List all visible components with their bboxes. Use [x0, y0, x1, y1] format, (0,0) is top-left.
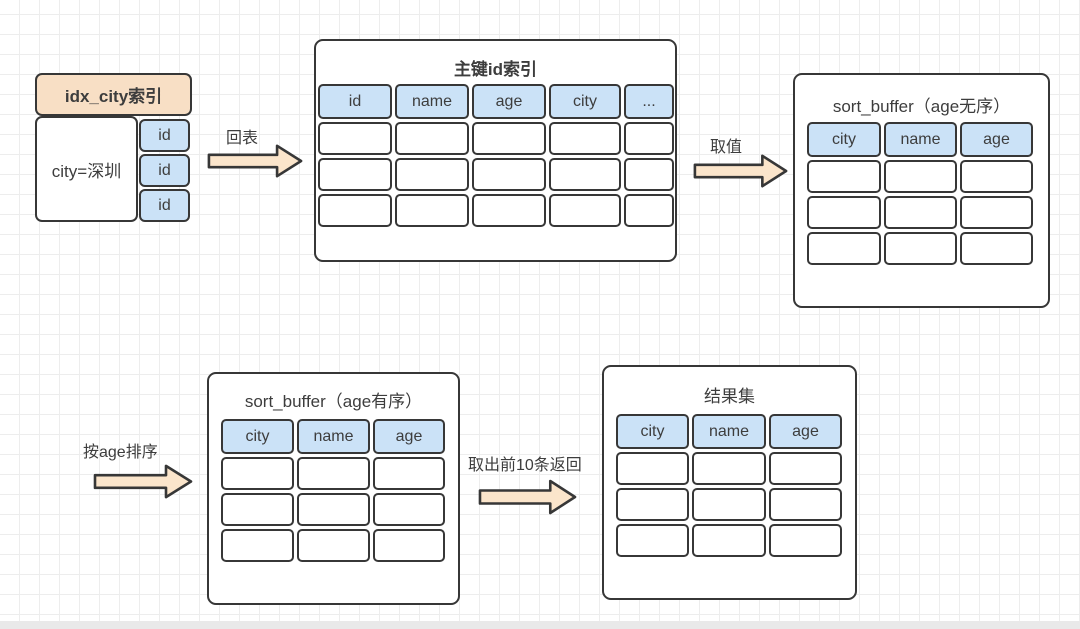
- empty-cell: [960, 196, 1033, 229]
- sort-buffer-unsorted-table: sort_buffer（age无序） city name age: [793, 73, 1050, 308]
- column-header-ellipsis: ...: [624, 84, 674, 119]
- idx-city-key-cell: city=深圳: [35, 116, 138, 222]
- empty-cell: [624, 158, 674, 191]
- column-header-city: city: [616, 414, 689, 449]
- empty-cell: [373, 529, 445, 562]
- idx-city-id-cell-3: id: [139, 189, 190, 222]
- column-header-city: city: [549, 84, 621, 119]
- empty-cell: [318, 158, 392, 191]
- column-header-city: city: [807, 122, 881, 157]
- empty-cell: [692, 524, 766, 557]
- empty-cell: [395, 194, 469, 227]
- idx-city-index-header: idx_city索引: [35, 73, 192, 116]
- empty-cell: [221, 457, 294, 490]
- empty-cell: [318, 194, 392, 227]
- empty-cell: [318, 122, 392, 155]
- primary-index-grid: id name age city ...: [318, 84, 674, 227]
- empty-cell: [807, 196, 881, 229]
- empty-cell: [624, 122, 674, 155]
- empty-cell: [769, 524, 842, 557]
- empty-cell: [472, 122, 546, 155]
- column-header-name: name: [692, 414, 766, 449]
- empty-cell: [221, 493, 294, 526]
- empty-cell: [884, 232, 957, 265]
- empty-cell: [549, 194, 621, 227]
- empty-cell: [960, 160, 1033, 193]
- column-header-name: name: [297, 419, 370, 454]
- sort-buffer-unsorted-title: sort_buffer（age无序）: [832, 97, 1011, 116]
- sort-buffer-unsorted-grid: city name age: [807, 122, 1033, 265]
- empty-cell: [373, 493, 445, 526]
- empty-cell: [692, 488, 766, 521]
- empty-cell: [884, 160, 957, 193]
- back-to-table-label: 回表: [226, 130, 259, 147]
- column-header-id: id: [318, 84, 392, 119]
- empty-cell: [373, 457, 445, 490]
- sort-buffer-sorted-table: sort_buffer（age有序） city name age: [207, 372, 460, 605]
- right-block-arrow-icon: [93, 462, 193, 501]
- right-block-arrow-icon: [478, 477, 577, 517]
- result-set-table: 结果集 city name age: [602, 365, 857, 600]
- empty-cell: [395, 158, 469, 191]
- empty-cell: [395, 122, 469, 155]
- column-header-name: name: [884, 122, 957, 157]
- sort-buffer-sorted-title: sort_buffer（age有序）: [244, 392, 423, 411]
- empty-cell: [807, 232, 881, 265]
- primary-index-title: 主键id索引: [453, 60, 538, 79]
- empty-cell: [692, 452, 766, 485]
- empty-cell: [297, 457, 370, 490]
- column-header-city: city: [221, 419, 294, 454]
- empty-cell: [221, 529, 294, 562]
- empty-cell: [616, 524, 689, 557]
- right-block-arrow-icon: [207, 142, 303, 180]
- column-header-age: age: [769, 414, 842, 449]
- idx-city-id-cell-1: id: [139, 119, 190, 152]
- empty-cell: [769, 488, 842, 521]
- empty-cell: [297, 529, 370, 562]
- empty-cell: [769, 452, 842, 485]
- empty-cell: [297, 493, 370, 526]
- empty-cell: [616, 488, 689, 521]
- empty-cell: [807, 160, 881, 193]
- column-header-name: name: [395, 84, 469, 119]
- idx-city-id-cell-2: id: [139, 154, 190, 187]
- result-set-grid: city name age: [616, 414, 842, 557]
- empty-cell: [616, 452, 689, 485]
- column-header-age: age: [373, 419, 445, 454]
- sort-by-age-label: 按age排序: [83, 444, 158, 461]
- column-header-age: age: [960, 122, 1033, 157]
- empty-cell: [549, 122, 621, 155]
- empty-cell: [472, 158, 546, 191]
- return-top10-label: 取出前10条返回: [468, 457, 582, 474]
- empty-cell: [884, 196, 957, 229]
- sort-buffer-sorted-grid: city name age: [221, 419, 445, 562]
- result-set-title: 结果集: [704, 387, 755, 406]
- right-block-arrow-icon: [693, 152, 788, 190]
- empty-cell: [960, 232, 1033, 265]
- primary-index-table: 主键id索引 id name age city ...: [314, 39, 677, 262]
- empty-cell: [472, 194, 546, 227]
- empty-cell: [624, 194, 674, 227]
- bottom-edge-strip: [0, 621, 1080, 629]
- column-header-age: age: [472, 84, 546, 119]
- empty-cell: [549, 158, 621, 191]
- fetch-values-label: 取值: [710, 139, 743, 156]
